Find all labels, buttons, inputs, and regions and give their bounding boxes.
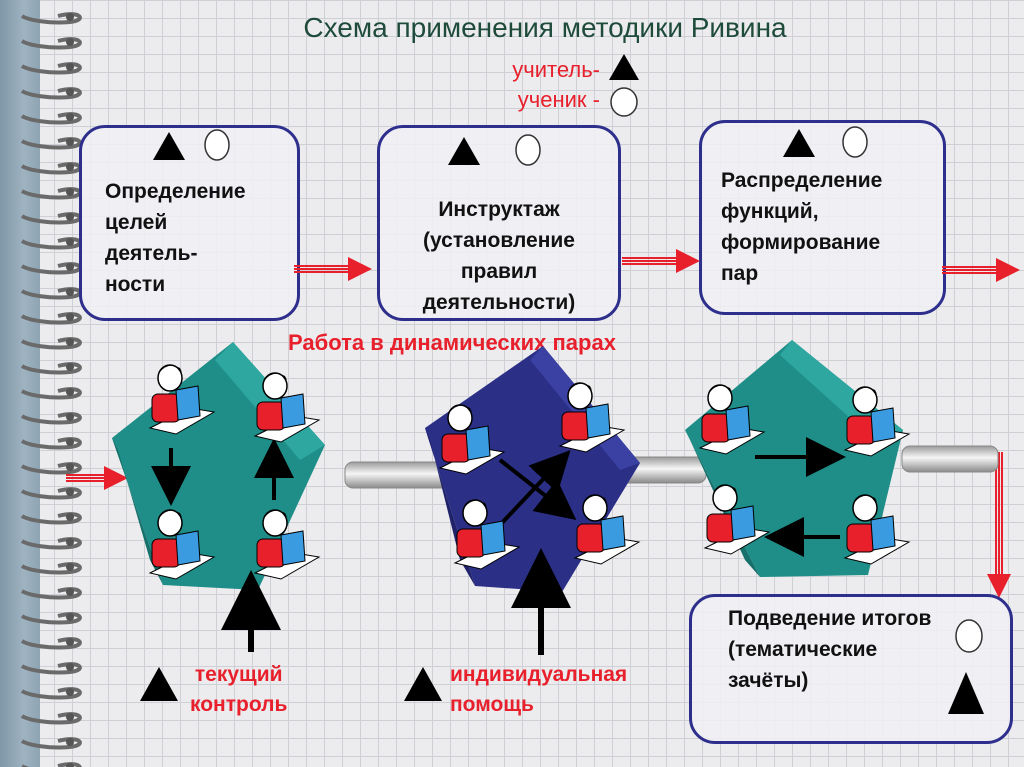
student-reading-figure [148, 509, 216, 580]
notebook-spiral [20, 12, 82, 767]
teacher-icon [404, 667, 442, 701]
student-icon [204, 129, 230, 161]
student-reading-figure [148, 364, 216, 435]
student-reading-figure [843, 494, 911, 565]
dynamic-pairs-label: Работа в динамических парах [288, 330, 616, 355]
teacher-icon [448, 137, 480, 165]
student-legend-icon [610, 87, 638, 117]
current-control-label: текущий контроль [190, 663, 288, 716]
step-text-goals: Определение целей деятель- ности [105, 180, 246, 296]
notebook-margin [0, 0, 40, 767]
student-reading-figure [698, 384, 766, 455]
step-text-pairs: Распределение функций, формирование пар [721, 169, 883, 285]
legend-teacher-label: учитель- [512, 57, 600, 82]
step-box-pairs [699, 120, 946, 315]
student-reading-figure [703, 484, 771, 555]
teacher-icon [783, 129, 815, 157]
student-reading-figure [843, 386, 911, 457]
individual-help-label: индивидуальная помощь [450, 663, 628, 716]
student-reading-figure [558, 382, 626, 453]
student-icon [955, 619, 983, 653]
student-icon [842, 126, 868, 158]
legend-student-label: ученик - [517, 87, 600, 112]
summary-box [689, 594, 1013, 744]
teacher-icon [948, 672, 984, 714]
student-reading-figure [453, 499, 521, 570]
step-text-instruction: Инструктаж (установление правил деятельн… [422, 198, 576, 314]
student-reading-figure [573, 494, 641, 565]
student-reading-figure [438, 404, 506, 475]
step-box-goals [79, 125, 300, 321]
student-reading-figure [253, 509, 321, 580]
summary-text: Подведение итогов (тематические зачёты) [728, 607, 932, 692]
student-reading-figure [253, 372, 321, 443]
student-icon [515, 134, 541, 166]
page-title: Схема применения методики Ривина [303, 12, 787, 43]
step-box-instruction [377, 125, 621, 321]
flow-arrows [66, 249, 1020, 598]
teacher-icon [140, 667, 178, 701]
teacher-legend-icon [609, 54, 639, 80]
teacher-icon [153, 132, 185, 160]
